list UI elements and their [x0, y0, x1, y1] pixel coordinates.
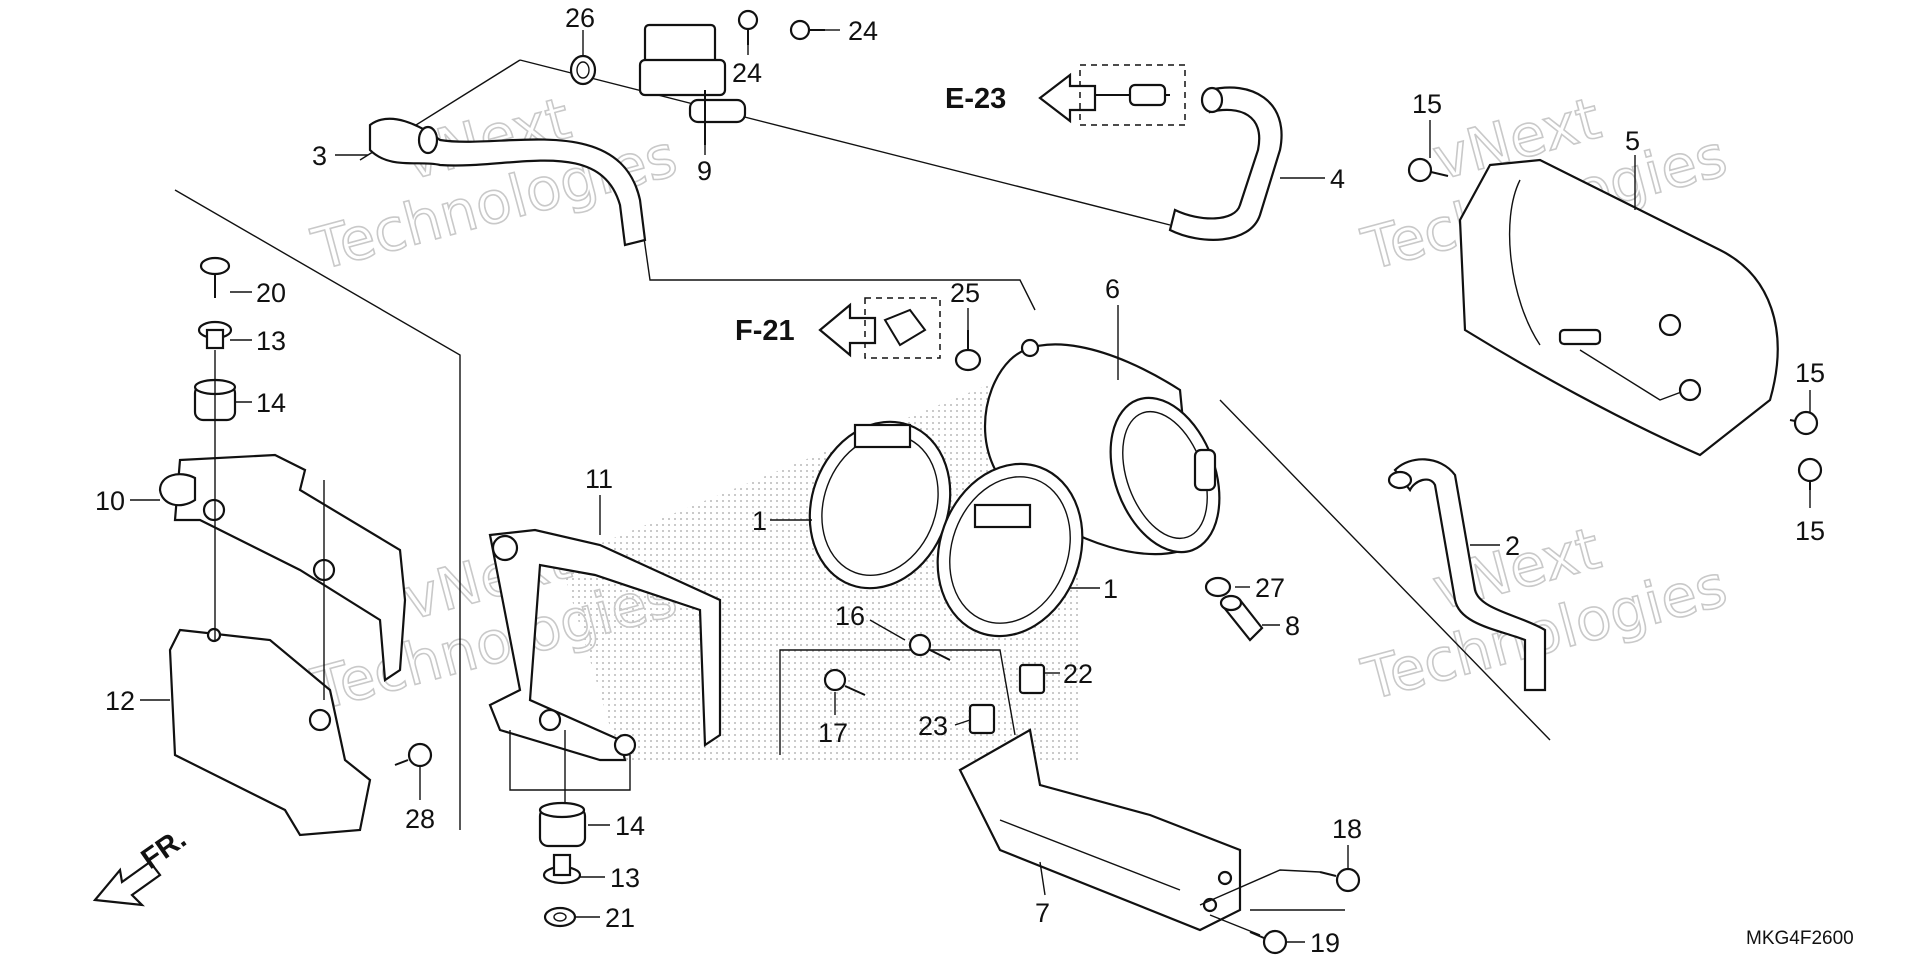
collar-part-13: [197, 320, 233, 350]
grommet-part-14: [538, 801, 587, 848]
bracket-part-7: [958, 728, 1242, 932]
callout-5: 5: [1625, 126, 1640, 156]
clip-part-25: [954, 330, 982, 372]
callout-17: 17: [818, 718, 848, 748]
clamp-part-26: [569, 54, 597, 86]
screw-part-19: [1249, 929, 1288, 955]
bolt-part-16: [908, 633, 951, 661]
hose-part-3: [368, 117, 647, 247]
callout-4: 4: [1330, 164, 1345, 194]
bracket-part-11: [488, 528, 722, 762]
callout-3: 3: [312, 141, 327, 171]
callout-7: 7: [1035, 898, 1050, 928]
callout-20: 20: [256, 278, 286, 308]
diagram-code: MKG4F2600: [1746, 928, 1854, 949]
callout-14: 14: [256, 388, 286, 418]
callout-2: 2: [1505, 531, 1520, 561]
callout-15: 15: [1795, 358, 1825, 388]
shading-area: [560, 380, 1080, 760]
screw-part-24: [737, 9, 825, 45]
callout-26: 26: [565, 3, 595, 33]
callout-15: 15: [1795, 516, 1825, 546]
leader-line: [1199, 869, 1321, 906]
callout-21: 21: [605, 903, 635, 933]
bolt-part-17: [823, 668, 866, 696]
callout-8: 8: [1285, 611, 1300, 641]
callout-14: 14: [615, 811, 645, 841]
callout-11: 11: [585, 464, 613, 494]
callout-1: 1: [752, 506, 767, 536]
callout-labels: 26 24 24 3 9 4 15 5 20 13 14 25 6 15 15 …: [95, 3, 1825, 958]
leader-line: [1209, 914, 1261, 936]
valve-part-9: [638, 23, 747, 145]
front-arrow: FR.: [92, 823, 192, 907]
callout-25: 25: [950, 278, 980, 308]
callout-12: 12: [105, 686, 135, 716]
callout-23: 23: [918, 711, 948, 741]
callout-28: 28: [405, 804, 435, 834]
group-lines: [174, 59, 1551, 830]
callout-leaders: [130, 29, 1811, 943]
callout-16: 16: [835, 601, 865, 631]
hose-part-2: [1387, 458, 1547, 692]
cover-part-5: [1458, 158, 1779, 457]
callout-15: 15: [1412, 89, 1442, 119]
reference-f-21: F-21: [735, 297, 941, 359]
bracket-part-10: [158, 453, 407, 682]
screw-part-15: [1407, 157, 1823, 490]
callout-24: 24: [848, 16, 878, 46]
o-ring-part-27: [1204, 576, 1232, 598]
callout-13: 13: [256, 326, 286, 356]
bolt-part-20: [199, 256, 231, 298]
reference-label: F-21: [735, 315, 795, 347]
band-part-1: [808, 420, 1084, 638]
nut-part-23: [968, 703, 996, 735]
collar-part-13: [542, 853, 582, 885]
callout-6: 6: [1105, 274, 1120, 304]
nut-part-21: [543, 906, 577, 928]
callout-27: 27: [1255, 573, 1285, 603]
callout-13: 13: [610, 863, 640, 893]
plate-part-12: [168, 627, 372, 837]
fitting-part-8: [1219, 594, 1264, 642]
callout-19: 19: [1310, 928, 1340, 958]
reference-label: E-23: [945, 83, 1006, 115]
bolt-part-28: [394, 742, 433, 768]
callout-1: 1: [1103, 574, 1118, 604]
hose-part-4: [1168, 86, 1283, 241]
callout-22: 22: [1063, 659, 1093, 689]
reference-e-23: E-23: [945, 64, 1186, 126]
nut-part-22: [1018, 663, 1046, 695]
callout-18: 18: [1332, 814, 1362, 844]
callout-9: 9: [697, 156, 712, 186]
leader-line: [509, 730, 631, 791]
screw-part-18: [1319, 867, 1361, 893]
callout-10: 10: [95, 486, 125, 516]
callout-24: 24: [732, 58, 762, 88]
